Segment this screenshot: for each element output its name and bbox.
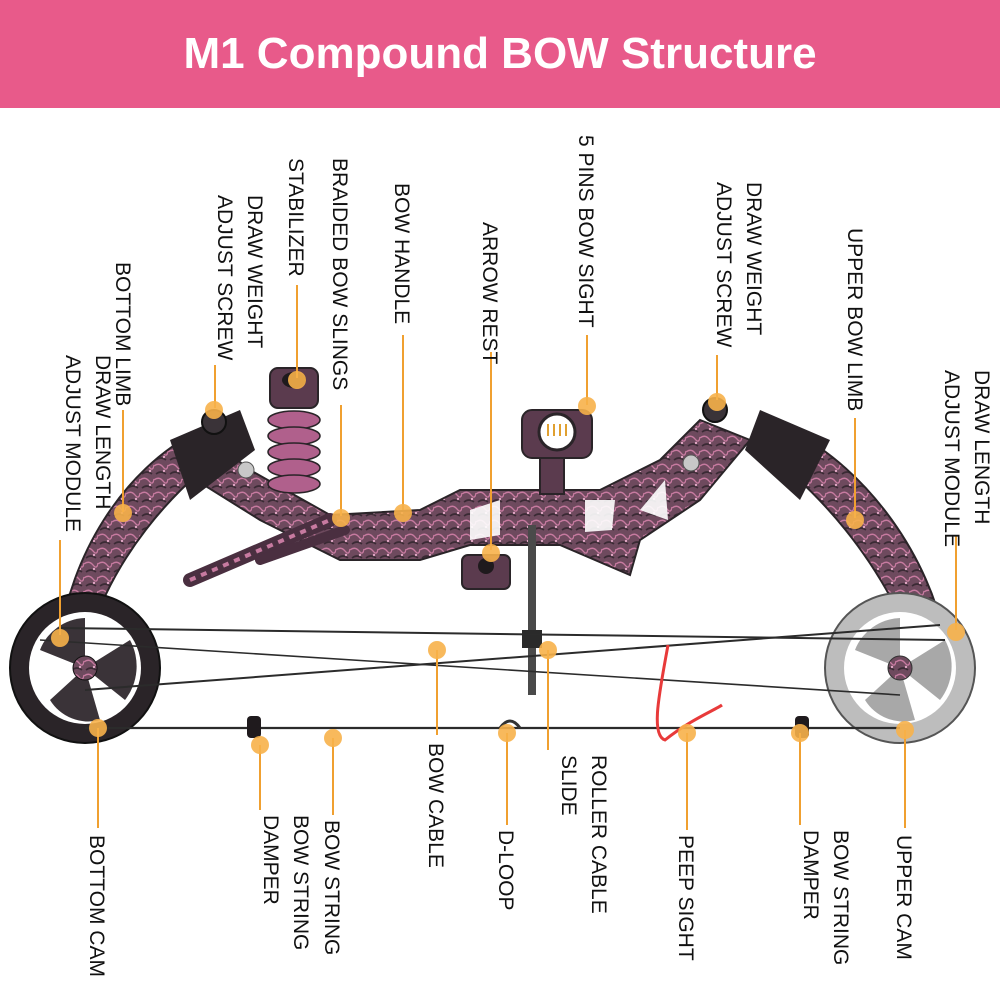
label-line: 5 PINS BOW SIGHT (574, 135, 597, 328)
label-line: ARROW REST (478, 222, 501, 365)
bow-cable-line-3 (39, 639, 901, 696)
upper-cam (824, 592, 976, 744)
label-arrow-rest: ARROW REST (478, 222, 501, 365)
dot-draw-weight-left (205, 401, 223, 419)
label-line: DRAW WEIGHT (742, 182, 765, 335)
dot-string-damper-right (791, 724, 809, 742)
dot-bow-handle (394, 504, 412, 522)
label-string-damper-right: BOW STRING DAMPER (799, 830, 852, 965)
roller-cable-slide (522, 525, 542, 695)
label-bow-sight: 5 PINS BOW SIGHT (574, 135, 597, 328)
label-string-damper-left: BOW STRING DAMPER (259, 815, 312, 950)
label-line: DAMPER (799, 830, 822, 920)
label-line: BOW CABLE (424, 743, 447, 868)
page-title: M1 Compound BOW Structure (183, 29, 817, 78)
label-line: ADJUST MODULE (61, 355, 84, 532)
dot-bottom-limb (114, 504, 132, 522)
bow-sight (521, 409, 593, 495)
label-bow-handle: BOW HANDLE (390, 183, 413, 324)
label-line: ROLLER CABLE (587, 755, 610, 914)
label-line: SLIDE (557, 755, 580, 816)
dot-bow-sight (578, 397, 596, 415)
peep-sight (655, 644, 723, 742)
label-roller-slide: ROLLER CABLE SLIDE (557, 755, 610, 914)
labels: DRAW LENGTH ADJUST MODULE BOTTOM LIMB DRA… (61, 135, 993, 977)
dot-braided-slings (332, 509, 350, 527)
label-peep-sight: PEEP SIGHT (674, 835, 697, 961)
dot-upper-cam (896, 721, 914, 739)
label-line: UPPER CAM (892, 835, 915, 960)
label-line: BOTTOM LIMB (111, 262, 134, 406)
leader-lines (59, 285, 957, 830)
label-line: DAMPER (259, 815, 282, 905)
dot-roller-slide (539, 641, 557, 659)
label-line: DRAW LENGTH (970, 370, 993, 524)
arrow-rest (461, 554, 511, 590)
upper-limb-pocket (745, 410, 830, 500)
string-damper-left (247, 716, 261, 738)
label-line: BOW STRING (320, 820, 343, 955)
dot-draw-weight-right (708, 393, 726, 411)
label-line: STABILIZER (284, 158, 307, 277)
label-draw-length-right: DRAW LENGTH ADJUST MODULE (940, 370, 993, 547)
braided-sling (183, 513, 350, 587)
label-d-loop: D-LOOP (494, 830, 517, 911)
label-draw-length-left: DRAW LENGTH ADJUST MODULE (61, 355, 114, 532)
label-line: ADJUST MODULE (940, 370, 963, 547)
callout-dots (51, 371, 965, 754)
dot-bottom-cam (89, 719, 107, 737)
label-bow-string: BOW STRING (320, 820, 343, 955)
label-line: PEEP SIGHT (674, 835, 697, 961)
dot-draw-length-right (947, 623, 965, 641)
label-upper-cam: UPPER CAM (892, 835, 915, 960)
label-line: D-LOOP (494, 830, 517, 911)
dot-bow-cable (428, 641, 446, 659)
dot-string-damper-left (251, 736, 269, 754)
label-bottom-limb: BOTTOM LIMB (111, 262, 134, 406)
bottom-cam (9, 592, 161, 744)
bottom-limb-pocket (170, 410, 255, 500)
dot-draw-length-left (51, 629, 69, 647)
dot-stabilizer (288, 371, 306, 389)
label-line: BOW STRING (829, 830, 852, 965)
label-bottom-cam: BOTTOM CAM (85, 835, 108, 977)
label-draw-weight-left: DRAW WEIGHT ADJUST SCREW (213, 195, 266, 360)
label-braided-slings: BRAIDED BOW SLINGS (328, 158, 351, 390)
label-upper-limb: UPPER BOW LIMB (843, 228, 866, 411)
label-line: BOTTOM CAM (85, 835, 108, 977)
label-draw-weight-right: DRAW WEIGHT ADJUST SCREW (712, 182, 765, 347)
label-line: ADJUST SCREW (213, 195, 236, 360)
label-line: BRAIDED BOW SLINGS (328, 158, 351, 390)
bow-cable-line-1 (59, 627, 946, 641)
strings (39, 624, 946, 730)
dot-bow-string (324, 729, 342, 747)
bow-cable-line-2 (84, 624, 941, 691)
dot-upper-limb (846, 511, 864, 529)
label-line: DRAW LENGTH (91, 355, 114, 509)
dot-arrow-rest (482, 544, 500, 562)
dot-peep-sight (678, 724, 696, 742)
label-line: UPPER BOW LIMB (843, 228, 866, 411)
label-line: BOW HANDLE (390, 183, 413, 324)
label-line: ADJUST SCREW (712, 182, 735, 347)
bow-body (58, 397, 947, 652)
title-banner: M1 Compound BOW Structure (0, 0, 1000, 108)
label-bow-cable: BOW CABLE (424, 743, 447, 868)
label-stabilizer: STABILIZER (284, 158, 307, 277)
label-line: DRAW WEIGHT (243, 195, 266, 348)
label-line: BOW STRING (289, 815, 312, 950)
dot-d-loop (498, 724, 516, 742)
